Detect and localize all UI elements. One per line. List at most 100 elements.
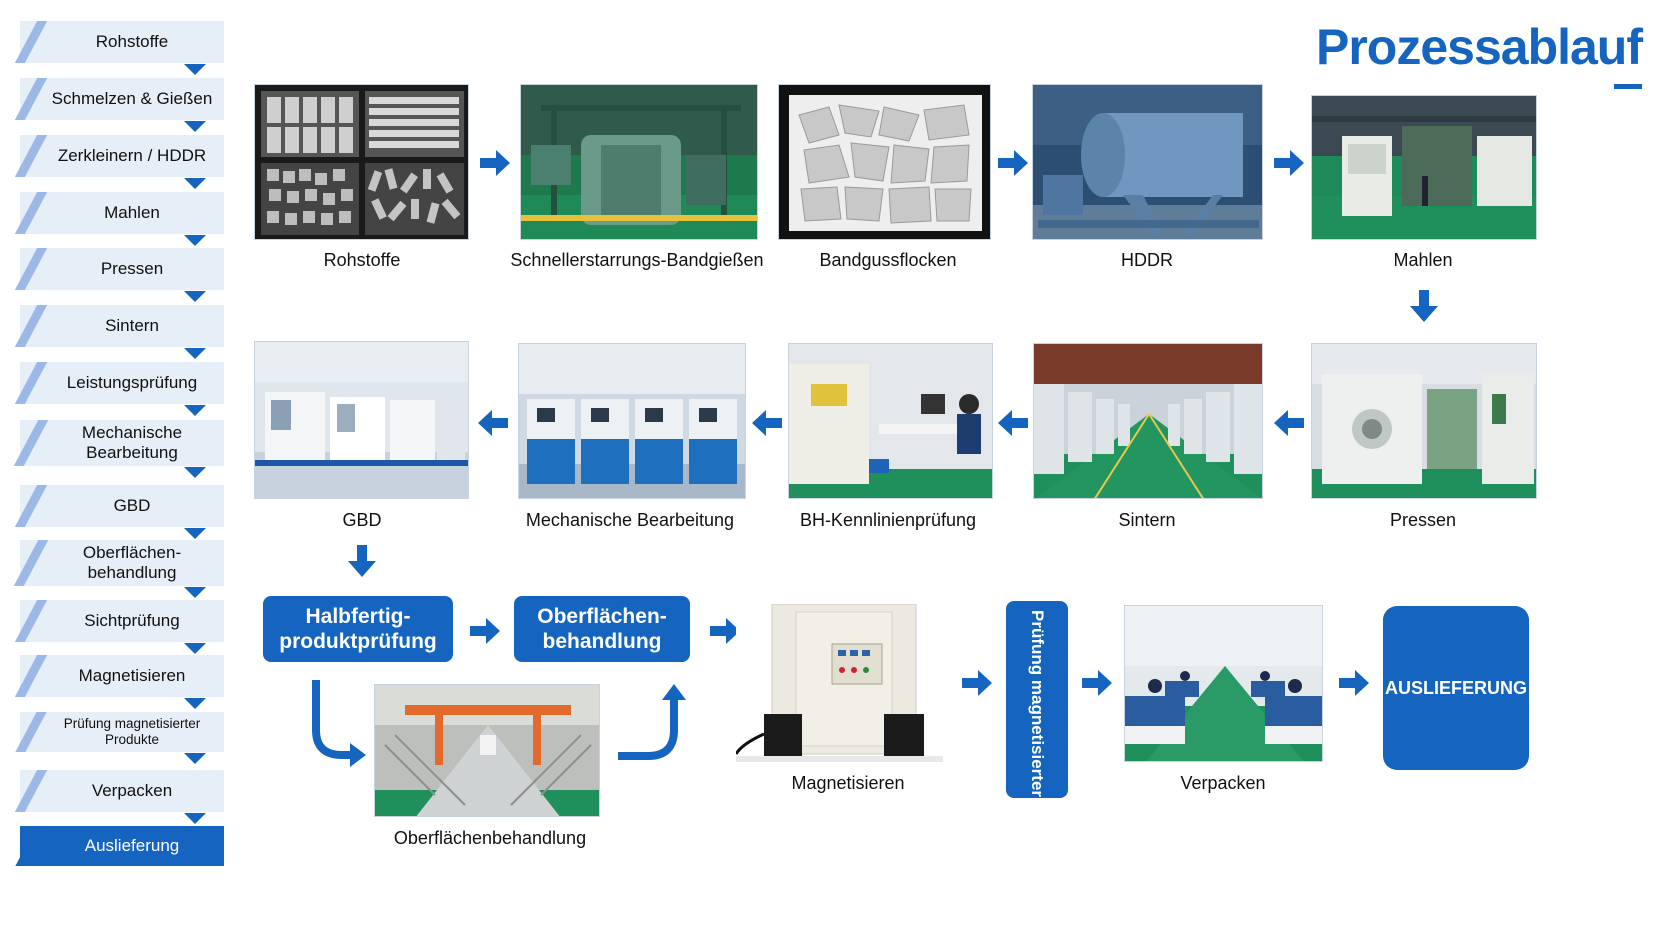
- box-pruefung-magnetisiert: Prüfung magnetisierter Produkte: [1006, 601, 1068, 875]
- raw-materials-image: [261, 91, 464, 235]
- arrow-right-icon: [480, 150, 510, 176]
- box-auslieferung-label: AUSLIEFERUNG: [1384, 677, 1527, 698]
- arrow-right-icon: [470, 618, 500, 644]
- photo-sintern: [1033, 343, 1263, 499]
- caption-verpacken: Verpacken: [1180, 773, 1266, 793]
- photo-pressen: [1311, 343, 1537, 499]
- arrow-down-icon: [1410, 290, 1438, 322]
- photo-bh-kennlinie: [788, 343, 993, 499]
- arrow-down-icon: [348, 545, 376, 577]
- sidebar-item-pruefung-magnetisiert[interactable]: Prüfung magnetisierter Produkte: [15, 712, 224, 764]
- sidebar-stripe: [14, 362, 48, 404]
- milling-hall-image: [1312, 96, 1536, 239]
- sidebar-item-label: Sintern: [105, 316, 159, 335]
- arrow-left-icon: [1274, 410, 1304, 436]
- box-auslieferung: AUSLIEFERUNG: [1383, 606, 1529, 770]
- chevron-down-icon: [184, 64, 206, 75]
- chevron-down-icon: [184, 121, 206, 132]
- caption-mechanische-bearbeitung: Mechanische Bearbeitung: [525, 510, 735, 530]
- arrow-right-icon: [998, 150, 1028, 176]
- photo-magnetisieren: [736, 604, 943, 762]
- sidebar-item-pressen[interactable]: Pressen: [14, 248, 224, 302]
- sidebar-item-gbd[interactable]: GBD: [14, 485, 224, 539]
- caption-bandgussflocken: Bandgussflocken: [819, 250, 957, 270]
- sidebar-item-sichtpruefung[interactable]: Sichtprüfung: [14, 600, 224, 654]
- sidebar-stripe: [14, 655, 48, 697]
- chevron-down-icon: [184, 587, 206, 598]
- packing-hall-image: [1125, 606, 1322, 761]
- caption-sintern: Sintern: [1118, 510, 1176, 530]
- sidebar-item-label: Verpacken: [91, 781, 173, 800]
- chevron-down-icon: [184, 467, 206, 478]
- photo-rohstoffe: [254, 84, 469, 240]
- sidebar-stripe: [14, 78, 48, 120]
- arrow-left-icon: [998, 410, 1028, 436]
- sidebar-item-sintern[interactable]: Sintern: [14, 305, 224, 359]
- sidebar-item-label: Rohstoffe: [95, 32, 169, 51]
- photo-bandgiessen: [520, 84, 758, 240]
- caption-pressen: Pressen: [1389, 510, 1457, 530]
- machining-center-image: [519, 344, 745, 498]
- sidebar-item-label: Mahlen: [104, 203, 160, 222]
- sidebar-item-schmelzen[interactable]: Schmelzen & Gießen: [14, 78, 224, 132]
- strip-casting-machine-image: [521, 85, 757, 239]
- arrow-left-icon: [478, 410, 508, 436]
- curved-arrow-icon: [312, 680, 366, 767]
- sidebar-item-label: GBD: [113, 496, 151, 515]
- sidebar-item-label: Schmelzen & Gießen: [51, 89, 213, 108]
- arrow-left-icon: [752, 410, 782, 436]
- chevron-down-icon: [184, 528, 206, 539]
- sidebar-item-mechanische-bearbeitung[interactable]: Mechanische Bearbeitung: [13, 420, 224, 478]
- photo-mahlen: [1311, 95, 1537, 240]
- gbd-line-image: [255, 342, 468, 498]
- title-underline: [1614, 84, 1642, 89]
- chevron-down-icon: [184, 753, 206, 764]
- sidebar-item-label: Prüfung magnetisierter Produkte: [63, 716, 201, 747]
- sidebar-item-zerkleinern[interactable]: Zerkleinern / HDDR: [14, 135, 224, 189]
- arrow-right-icon: [962, 670, 992, 696]
- magnetizer-image: [736, 604, 943, 762]
- chevron-down-icon: [184, 178, 206, 189]
- sidebar-item-leistungspruefung[interactable]: Leistungsprüfung: [14, 362, 224, 416]
- caption-gbd: GBD: [342, 510, 382, 530]
- sidebar-item-label: Sichtprüfung: [84, 611, 180, 630]
- chevron-down-icon: [184, 348, 206, 359]
- sidebar-stripe: [14, 305, 48, 347]
- curved-arrow-icon: [618, 684, 686, 760]
- sidebar-item-auslieferung[interactable]: Auslieferung: [15, 826, 224, 866]
- hddr-furnace-image: [1033, 85, 1262, 239]
- sidebar-item-label: Mechanische Bearbeitung: [81, 423, 183, 462]
- sidebar-stripe: [14, 485, 48, 527]
- chevron-down-icon: [184, 405, 206, 416]
- sidebar-item-label: Zerkleinern / HDDR: [57, 146, 207, 165]
- sidebar-item-oberflaechen[interactable]: Oberflächen-behandlung: [13, 540, 224, 598]
- sidebar-item-label: Auslieferung: [84, 836, 180, 855]
- sidebar-stripe: [14, 192, 48, 234]
- box-pruefung-magnetisiert-label: Prüfung magnetisierter Produkte: [1028, 609, 1047, 875]
- caption-mahlen: Mahlen: [1393, 250, 1453, 270]
- chevron-down-icon: [184, 643, 206, 654]
- page-title: Prozessablauf: [1315, 19, 1643, 75]
- chevron-down-icon: [184, 235, 206, 246]
- sidebar-item-label: Magnetisieren: [78, 666, 186, 685]
- sidebar-item-label: Oberflächen-behandlung: [82, 543, 182, 582]
- photo-verpacken: [1124, 605, 1323, 762]
- caption-magnetisieren: Magnetisieren: [791, 773, 905, 793]
- arrow-right-icon: [1339, 670, 1369, 696]
- sidebar-item-verpacken[interactable]: Verpacken: [14, 770, 224, 824]
- sidebar-stripe: [14, 248, 48, 290]
- photo-mechanische-bearbeitung: [518, 343, 746, 499]
- caption-oberflaechenbehandlung: Oberflächenbehandlung: [393, 828, 587, 848]
- sidebar-stripe: [15, 712, 47, 752]
- arrow-right-icon: [1082, 670, 1112, 696]
- arrow-right-icon: [1274, 150, 1304, 176]
- box-oberflaechenbehandlung: Oberflächen-behandlung: [514, 596, 690, 662]
- sidebar-stripe: [15, 826, 47, 866]
- sidebar-item-rohstoffe[interactable]: Rohstoffe: [14, 21, 224, 75]
- sidebar-stripe: [14, 770, 48, 812]
- sidebar-item-magnetisieren[interactable]: Magnetisieren: [14, 655, 224, 709]
- chevron-down-icon: [184, 291, 206, 302]
- photo-gbd: [254, 341, 469, 499]
- sidebar-stripe: [14, 135, 48, 177]
- sidebar-item-mahlen[interactable]: Mahlen: [14, 192, 224, 246]
